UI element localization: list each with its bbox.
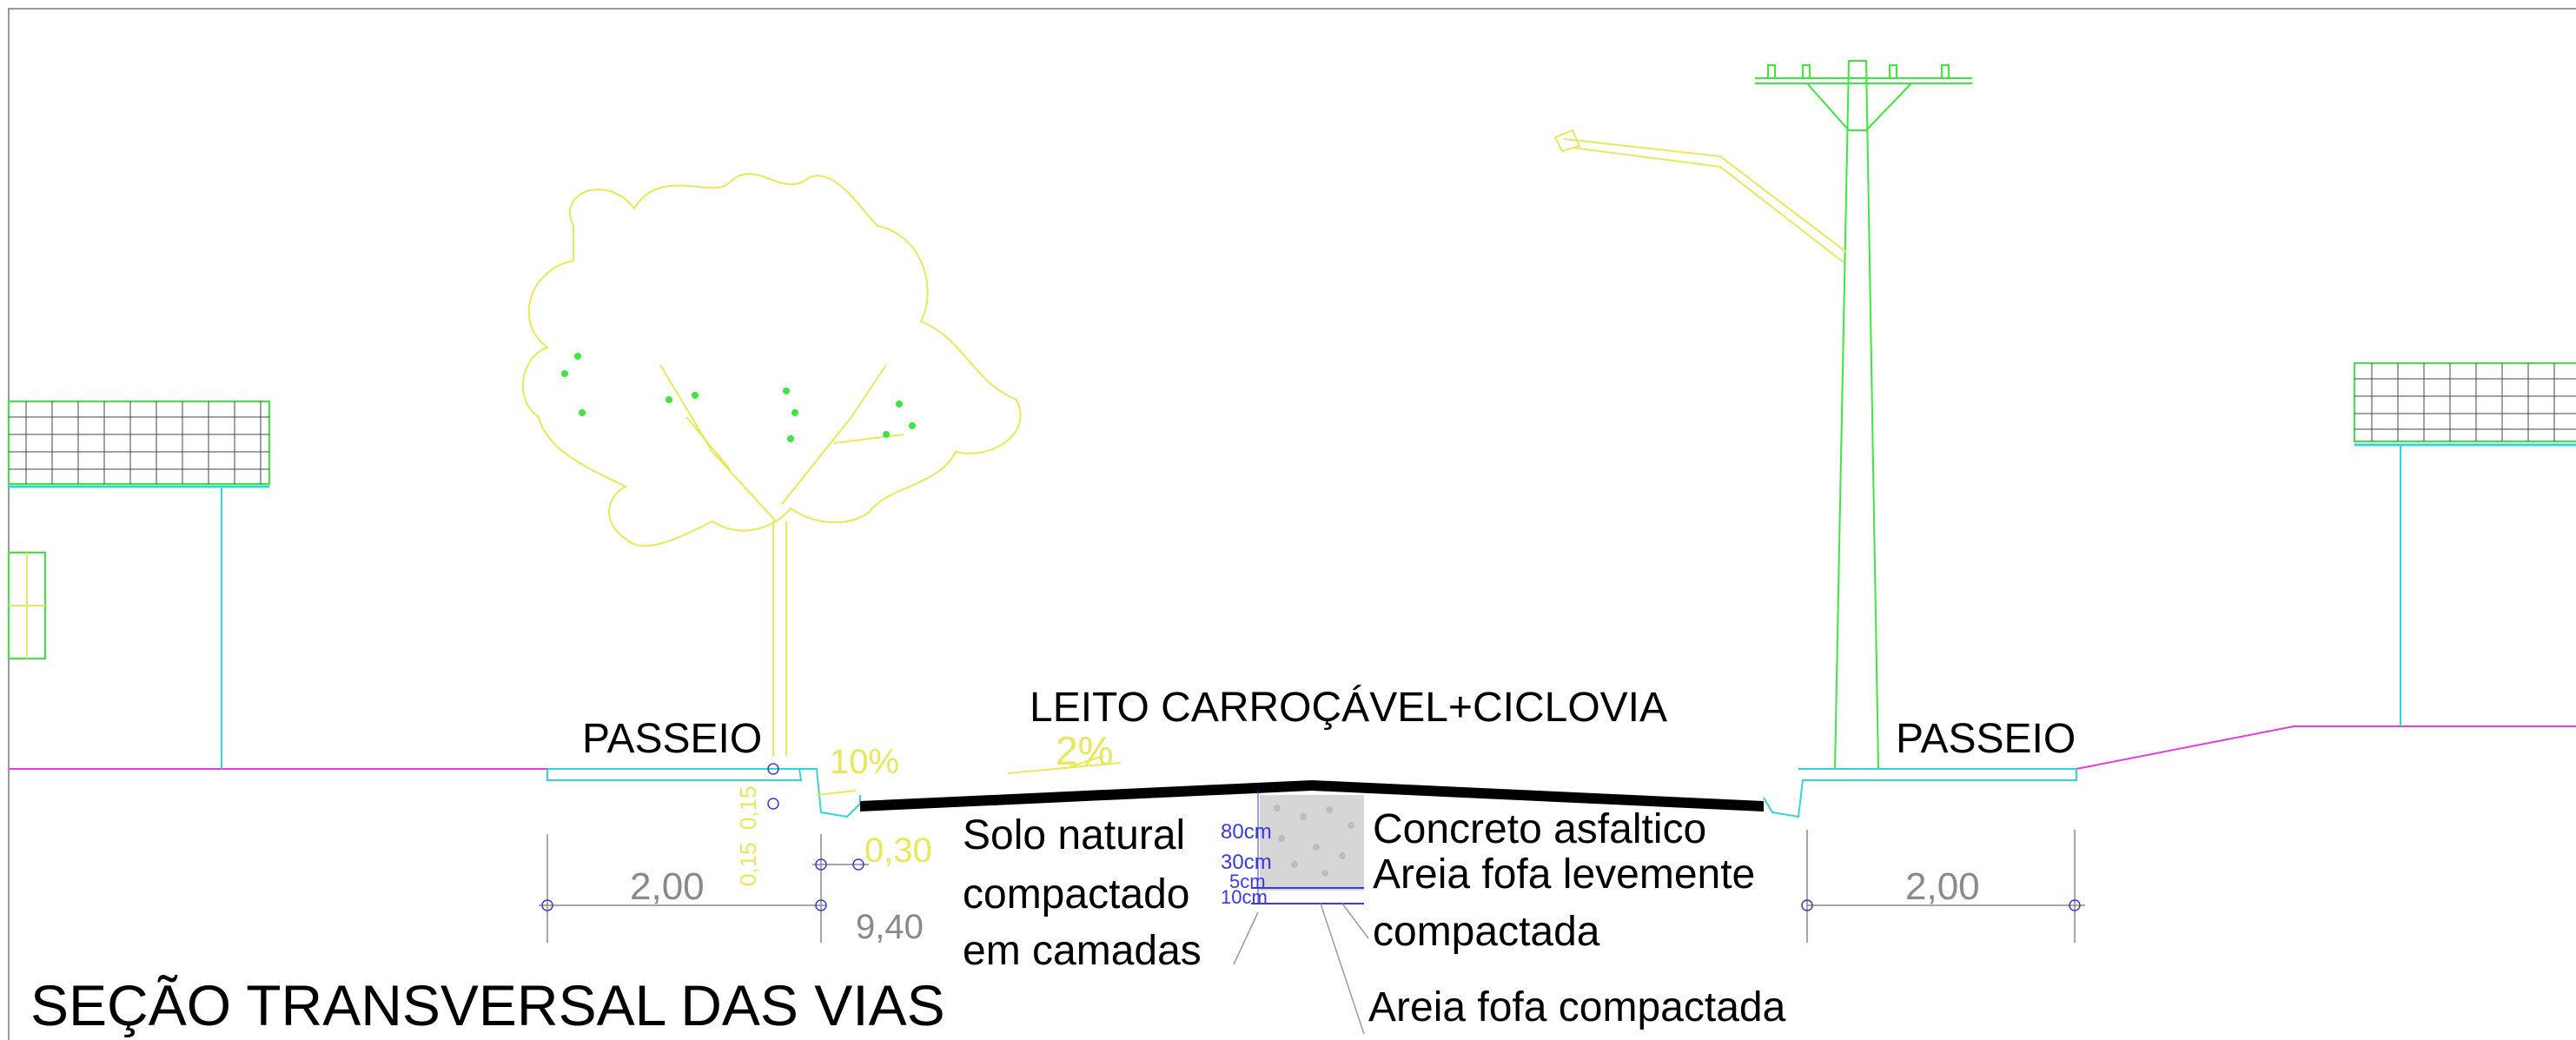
subgrade-label-3: em camadas	[963, 928, 1202, 974]
tree-leaves	[561, 353, 916, 442]
building-left	[8, 401, 270, 769]
curb-dimension: 0,30	[864, 831, 932, 870]
sand-light-label-2: compactada	[1373, 909, 1600, 955]
layer-5cm: 5cm	[1229, 871, 1266, 892]
sidewalk-right-label: PASSEIO	[1896, 716, 2076, 762]
dimension-ticks	[541, 763, 2081, 911]
road-width-dimension: 9,40	[856, 908, 924, 946]
sidewalk-left	[546, 768, 861, 818]
layer-80cm: 80cm	[1221, 820, 1272, 844]
sand-compacted-label: Areia fofa compactada	[1368, 984, 1786, 1030]
drawing-title: SEÇÃO TRANSVERSAL DAS VIAS	[30, 973, 945, 1037]
slope-sidewalk-label: 10%	[830, 743, 899, 781]
layer-10cm: 10cm	[1221, 886, 1268, 908]
leader-lines	[1233, 903, 1369, 1035]
sidewalk-right	[1763, 768, 2077, 818]
layer-30cm: 30cm	[1221, 851, 1272, 874]
sidewalk-left-label: PASSEIO	[582, 716, 762, 762]
drawing-frame	[8, 8, 2576, 1040]
curb-vertical-dim-2: 0,15	[735, 842, 761, 886]
pavement-layers	[1251, 791, 1364, 904]
asphalt-label: Concreto asfaltico	[1373, 806, 1706, 852]
ground-line	[9, 725, 2576, 770]
left-sidewalk-dimension: 2,00	[630, 865, 705, 908]
curb-vertical-dim-1: 0,15	[735, 785, 761, 830]
right-sidewalk-dimension: 2,00	[1905, 865, 1980, 908]
slope-arrows	[816, 755, 1122, 796]
tree	[522, 173, 1022, 756]
lamp-arm	[1553, 129, 1847, 263]
subgrade-label-2: compactado	[963, 871, 1190, 917]
subgrade-label-1: Solo natural	[963, 812, 1185, 858]
building-right	[2354, 362, 2576, 726]
light-pole	[1755, 60, 1972, 770]
roadway-label: LEITO CARROÇÁVEL+CICLOVIA	[1030, 685, 1667, 731]
dimension-lines	[539, 830, 2085, 943]
asphalt-surface	[860, 780, 1764, 811]
slope-road-label: 2%	[1056, 728, 1113, 773]
sand-light-label-1: Areia fofa levemente	[1373, 851, 1755, 898]
